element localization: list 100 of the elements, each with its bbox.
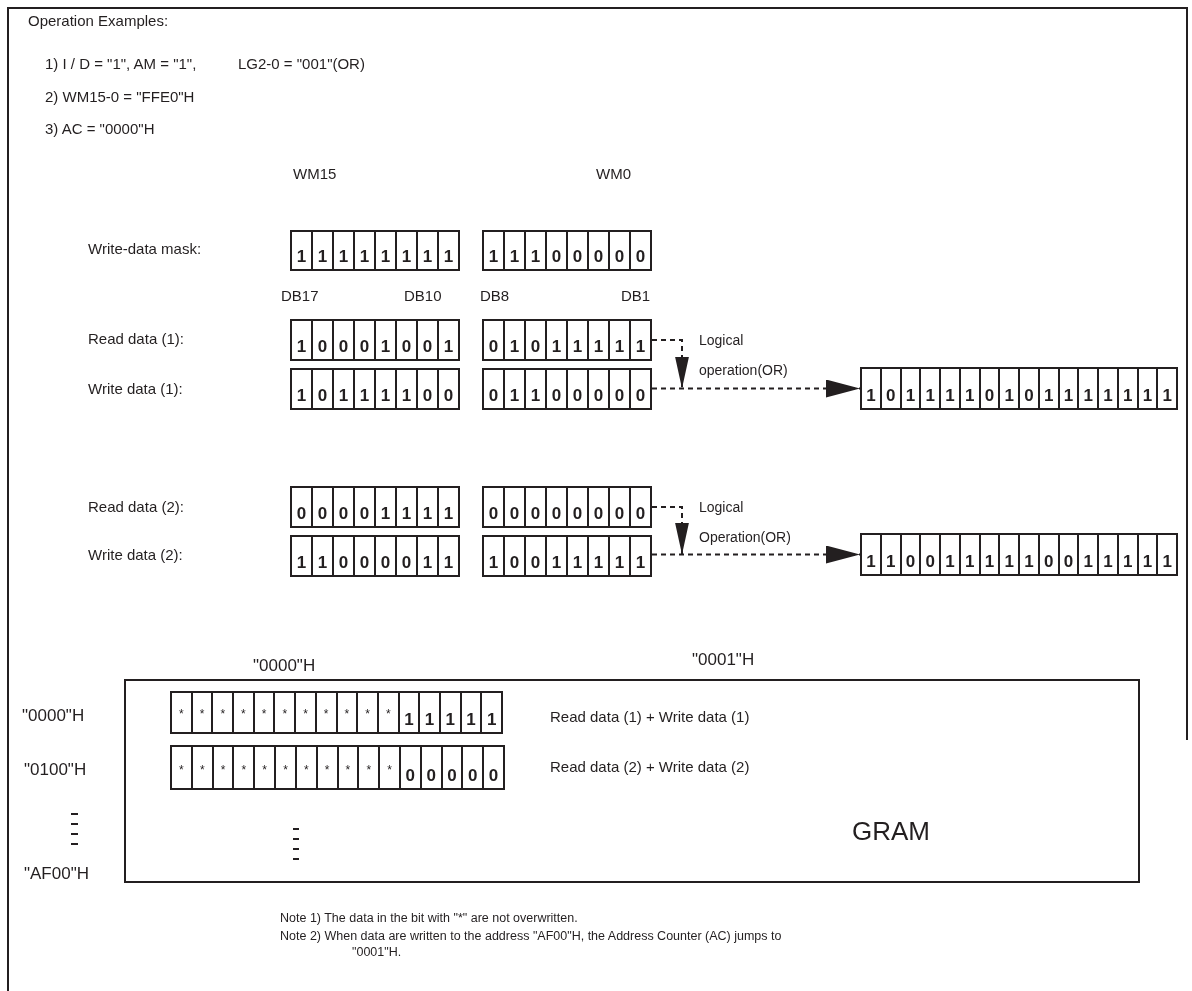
bit-register [170, 691, 503, 734]
bit-value: 1 [1099, 535, 1119, 574]
memory-title: GRAM [852, 816, 930, 848]
bit-value: 1 [292, 537, 313, 575]
row-label: Read data (1): [88, 330, 184, 348]
parameter-text: LG2-0 = "001"(OR) [238, 55, 365, 73]
bit-value: 0 [901, 535, 922, 574]
bit-value: 0 [505, 537, 526, 575]
parameter-text: 3) AC = "0000"H [45, 120, 155, 138]
note-text: Note 2) When data are written to the address "AF00"H, the Address Counter (AC) jumps to "0001"H. [280, 928, 783, 961]
bit-value: 0 [1020, 369, 1040, 408]
bit-value: 0 [610, 488, 631, 526]
bit-name: DB8 [480, 287, 510, 305]
note-text: Note 1) The data in the bit with "*" are not overwritten. [280, 911, 578, 926]
bit-value: 0 [313, 488, 334, 526]
bit-value: 0 [397, 537, 418, 575]
bit-value: 1 [568, 537, 589, 575]
bit-register [290, 486, 460, 528]
bit-value: 1 [442, 503, 455, 525]
bit-value: 0 [610, 232, 631, 269]
bit-value: 0 [421, 747, 443, 788]
bit-value: 0 [1059, 535, 1080, 574]
bit-value: 0 [484, 488, 505, 526]
bit-register [482, 230, 652, 271]
parameter-text: 1) I / D = "1", AM = "1", [45, 55, 197, 73]
bit-value: 1 [442, 552, 455, 574]
bit-value: 1 [941, 369, 961, 408]
bit-value: 0 [547, 232, 568, 269]
bit-value: 1 [418, 232, 439, 269]
bit-value: 0 [418, 370, 439, 408]
bit-value: 1 [634, 336, 647, 358]
bit-value: 0 [463, 747, 485, 788]
bit-value: 1 [610, 321, 631, 359]
bit-name: WM15 [293, 165, 337, 183]
bit-value: 0 [634, 503, 647, 525]
bit-register [482, 486, 652, 528]
bit-value: 1 [461, 693, 483, 732]
bit-value: 1 [1138, 369, 1159, 408]
bit-value: 0 [484, 321, 505, 359]
bit-value: 1 [1161, 551, 1173, 573]
bit-value: 0 [355, 321, 376, 359]
bit-value: 1 [1161, 385, 1173, 407]
bit-value: 0 [1039, 535, 1060, 574]
bit-name: DB10 [404, 287, 442, 305]
bit-value: 1 [292, 370, 313, 408]
bit-value: 1 [484, 537, 505, 575]
bit-value: 1 [334, 370, 355, 408]
bit-value: 1 [589, 537, 610, 575]
bit-value: 1 [292, 321, 313, 359]
row-description: Read data (2) + Write data (2) [550, 758, 750, 776]
bit-value: 0 [505, 488, 526, 526]
bit-register [290, 230, 460, 271]
bit-register [482, 368, 652, 410]
bit-value: 1 [397, 488, 418, 526]
bit-value: 1 [376, 370, 397, 408]
bit-value: 0 [526, 488, 547, 526]
bit-value: 0 [568, 370, 589, 408]
bit-value: 1 [399, 693, 421, 732]
bit-value: 1 [442, 336, 455, 358]
bit-value: 1 [420, 693, 441, 732]
bit-value: 1 [547, 537, 568, 575]
bit-value: 1 [862, 535, 882, 574]
bit-name: DB17 [281, 287, 319, 305]
bit-value: 1 [1000, 535, 1020, 574]
bit-value: 0 [634, 246, 647, 268]
bit-value: 0 [921, 535, 941, 574]
bit-value: 0 [442, 385, 455, 407]
bit-value: 1 [1059, 369, 1080, 408]
bit-value: 0 [589, 232, 610, 269]
bit-value: 1 [1118, 535, 1139, 574]
bit-value: 0 [547, 488, 568, 526]
address-label: "0000"H [253, 656, 316, 677]
address-label: "0001"H [692, 650, 755, 671]
bit-value: 1 [862, 369, 882, 408]
bit-value: 1 [568, 321, 589, 359]
bit-value: 1 [1020, 535, 1040, 574]
bit-value: 1 [980, 535, 1001, 574]
bit-value: 1 [505, 321, 526, 359]
dashed-arrow [651, 506, 689, 556]
bit-value: 1 [547, 321, 568, 359]
bit-value: 0 [526, 321, 547, 359]
dashed-arrow [651, 545, 861, 564]
bit-value: 1 [376, 232, 397, 269]
bit-register [482, 319, 652, 361]
bit-value: 1 [397, 232, 418, 269]
bit-value: 1 [1099, 369, 1119, 408]
row-label: Read data (2): [88, 498, 184, 516]
bit-value: 0 [313, 370, 334, 408]
bit-value: 1 [292, 232, 313, 269]
bit-value: 1 [610, 537, 631, 575]
row-label: Write-data mask: [88, 240, 202, 258]
bit-value: 0 [334, 537, 355, 575]
bit-register [482, 535, 652, 577]
bit-value: 1 [589, 321, 610, 359]
bit-value: 1 [505, 232, 526, 269]
row-label: Write data (2): [88, 546, 183, 564]
bit-register [290, 319, 460, 361]
address-label: "0100"H [24, 760, 87, 781]
bit-value: 0 [526, 537, 547, 575]
address-label: "AF00"H [24, 864, 89, 885]
